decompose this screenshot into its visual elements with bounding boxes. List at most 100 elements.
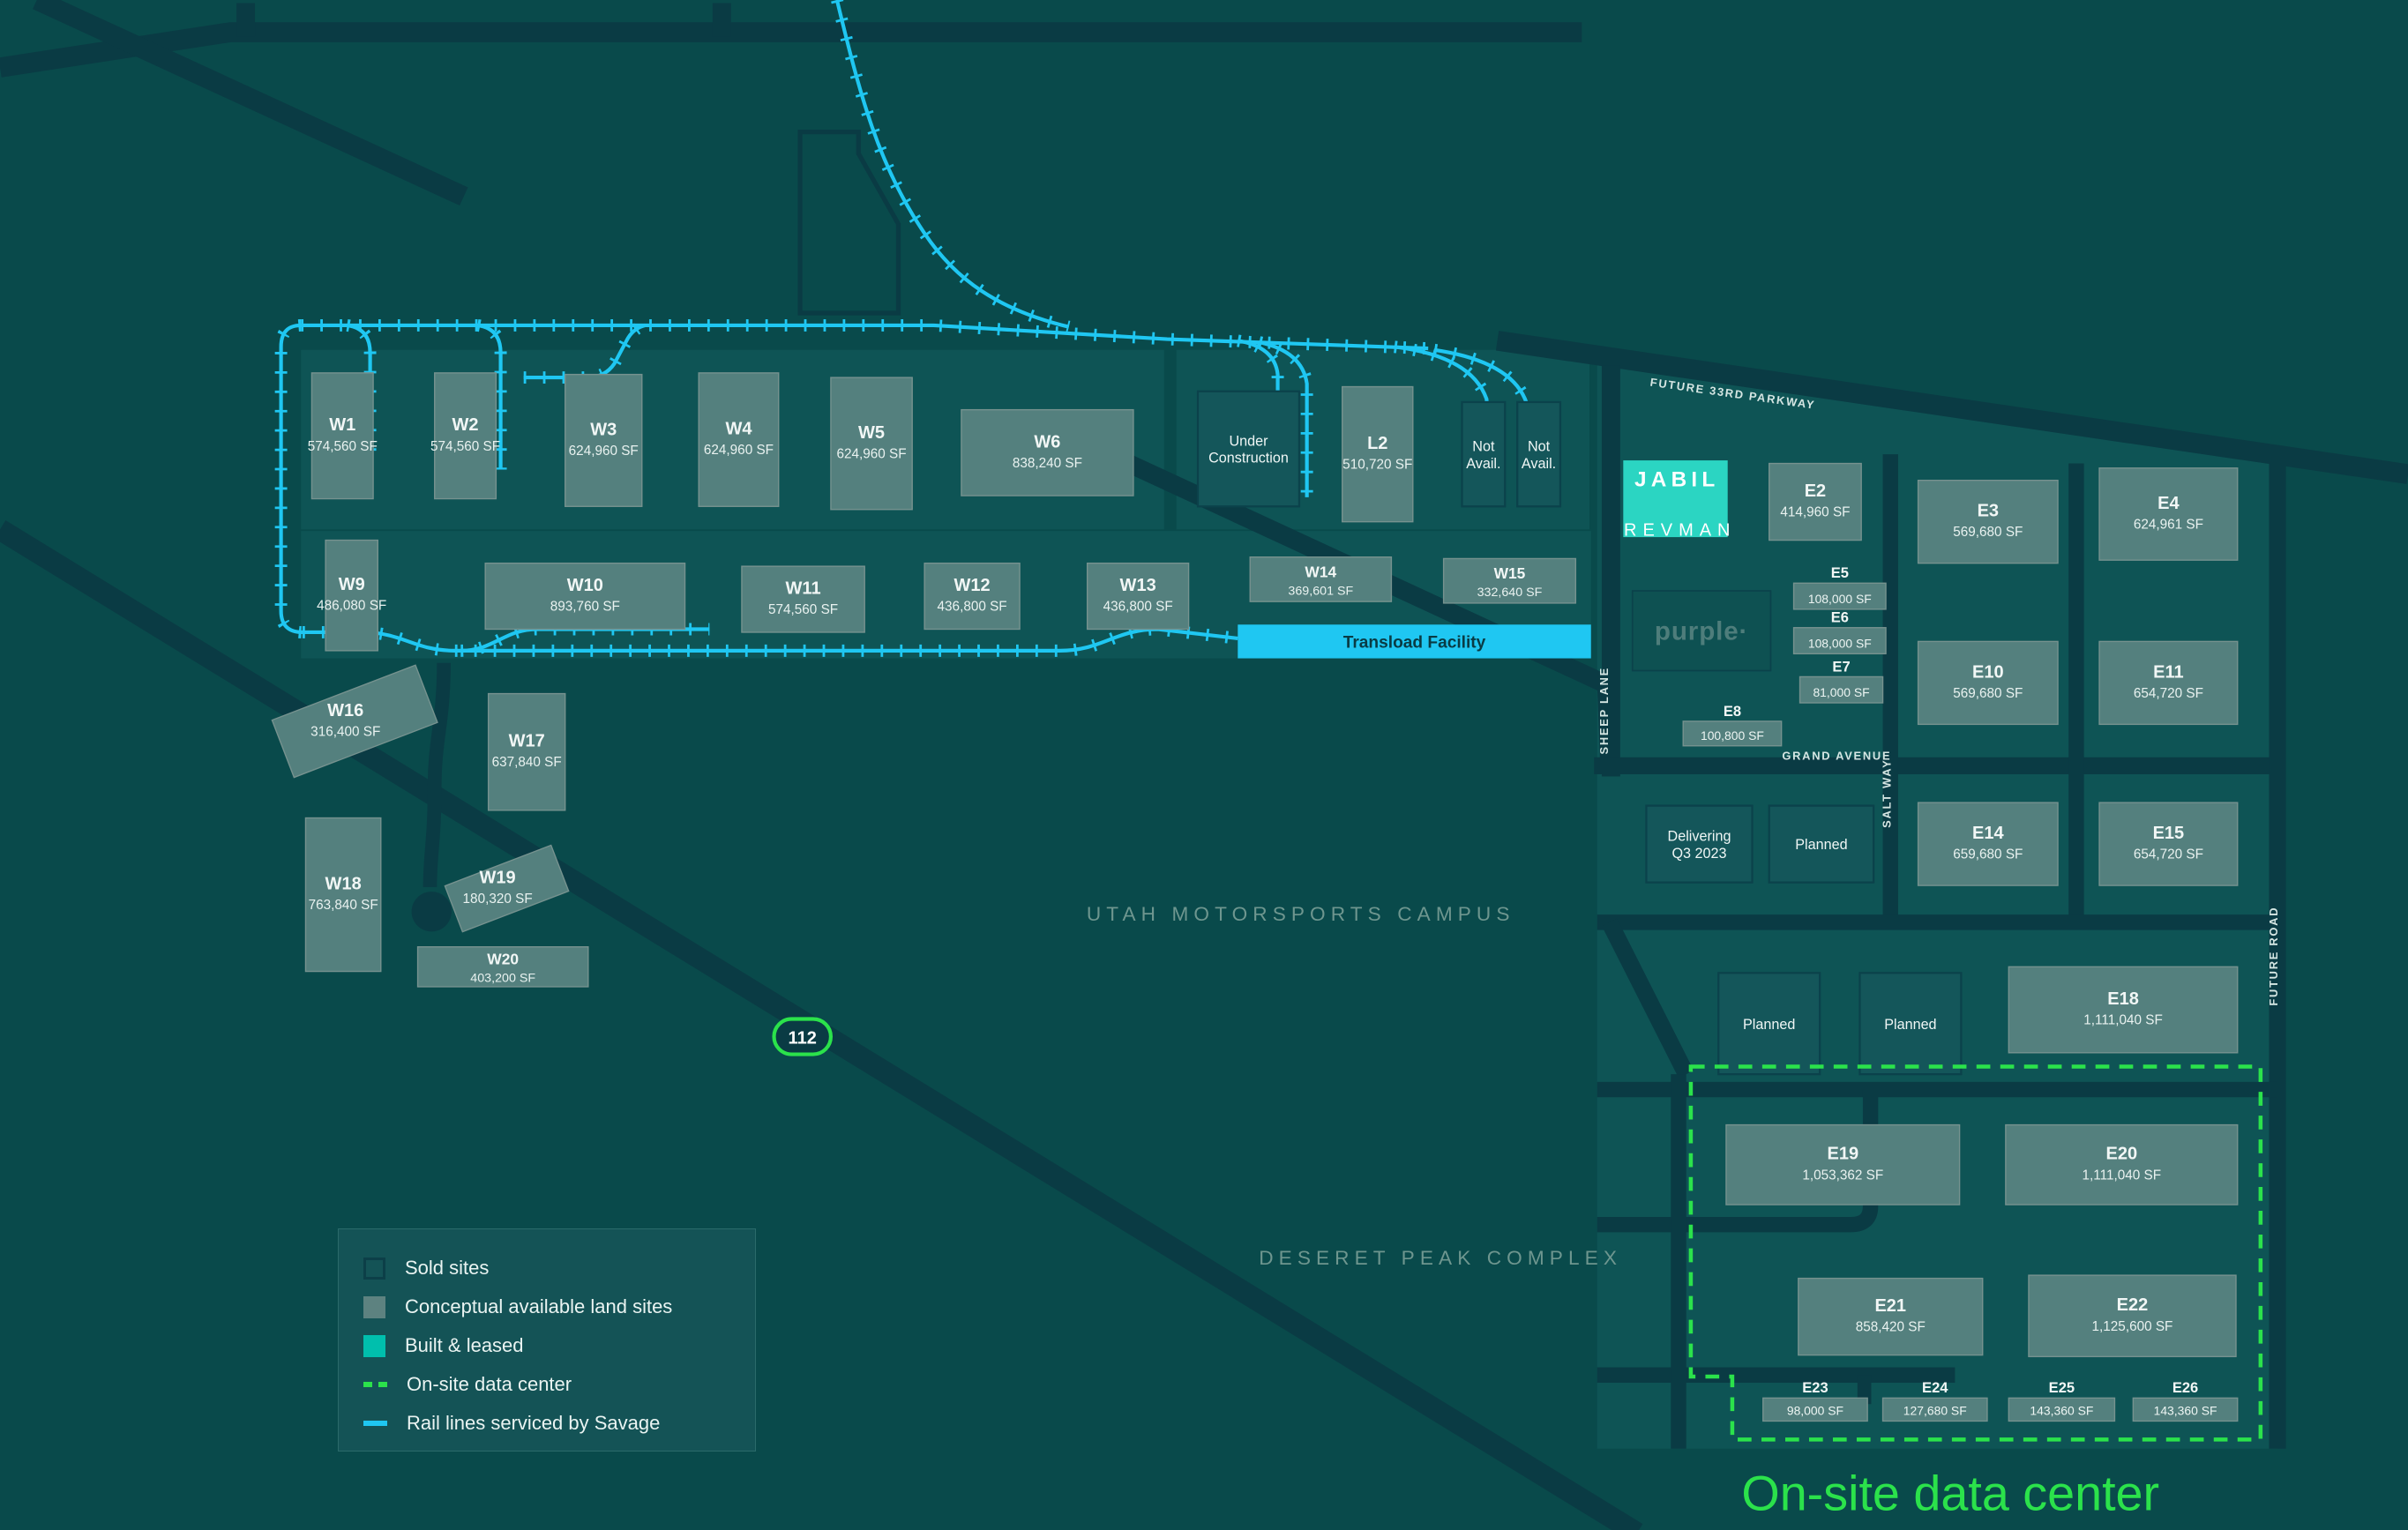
road-label-salt-way: SALT WAY [1880,759,1893,828]
site-PL1[interactable]: Planned [1768,804,1875,884]
site-sf: 893,760 SF [550,600,620,615]
site-area [1798,1277,1984,1356]
site-sf: 1,111,040 SF [2082,1168,2161,1183]
legend-label: Sold sites [405,1257,490,1279]
tenant-jabil[interactable]: JABIL REVMAN [1623,460,1736,540]
site-label: E22 [2117,1295,2149,1315]
site-sf: 1,125,600 SF [2092,1319,2173,1334]
site-sf: 436,800 SF [1103,600,1173,615]
site-label: E24 [1922,1379,1948,1396]
site-area [698,372,780,507]
site-sf: 127,680 SF [1903,1403,1967,1417]
site-area [1442,557,1577,604]
site-label: W14 [1305,563,1336,580]
site-sf: 763,840 SF [309,898,378,913]
site-E22[interactable]: E22 1,125,600 SF [2028,1274,2237,1358]
site-area [325,539,378,652]
site-area [1725,1123,1961,1205]
site-PL2[interactable]: Planned [1717,972,1821,1076]
site-E25[interactable]: E25 143,360 SF [2008,1379,2116,1422]
purple-logo: purple· [1655,617,1748,646]
transload-label: Transload Facility [1343,633,1486,652]
site-area [1792,627,1887,655]
site-label: L2 [1367,434,1387,453]
site-label: E3 [1978,502,1999,521]
site-label: E15 [2153,824,2185,843]
legend: Sold sites Conceptual available land sit… [338,1228,756,1452]
purple-building [1631,590,1772,672]
site-sf: 436,800 SF [938,600,1007,615]
site-W15[interactable]: W15 332,640 SF [1442,557,1577,604]
site-sf: 332,640 SF [1477,586,1543,600]
area-label-deseret-peak: DESERET PEAK COMPLEX [1259,1247,1622,1269]
site-sf: 624,961 SF [2134,518,2203,533]
data-center-boundary [1688,1064,2263,1442]
site-E20[interactable]: E20 1,111,040 SF [2005,1123,2239,1205]
site-label: Not [1472,439,1495,455]
site-sf: 858,420 SF [1856,1320,1926,1335]
site-area [1516,400,1562,508]
site-label: W16 [327,701,363,720]
site-label: W15 [1494,564,1526,582]
site-area [310,372,374,500]
site-area [304,817,382,973]
site-label: E25 [2049,1379,2075,1396]
legend-label: Rail lines serviced by Savage [407,1412,661,1434]
site-sf: 654,720 SF [2134,686,2203,701]
site-sf: 316,400 SF [310,724,380,739]
site-label: E14 [1972,824,2004,843]
revman-logo: REVMAN [1624,520,1736,540]
transload-facility[interactable]: Transload Facility [1238,624,1591,659]
site-E24[interactable]: E24 127,680 SF [1881,1379,1988,1422]
site-area [2098,467,2239,561]
site-sf: 143,360 SF [2030,1403,2093,1417]
site-area [1917,640,2059,726]
site-PL3[interactable]: Planned [1858,972,1963,1076]
site-label: E20 [2105,1145,2137,1164]
legend-item-leased: Built & leased [363,1326,755,1365]
data-center-callout: On-site data center [1741,1466,2159,1520]
site-sf: 403,200 SF [470,972,535,986]
tenant-purple[interactable]: purple· [1631,590,1772,672]
site-W16[interactable]: W16 316,400 SF [271,664,438,779]
